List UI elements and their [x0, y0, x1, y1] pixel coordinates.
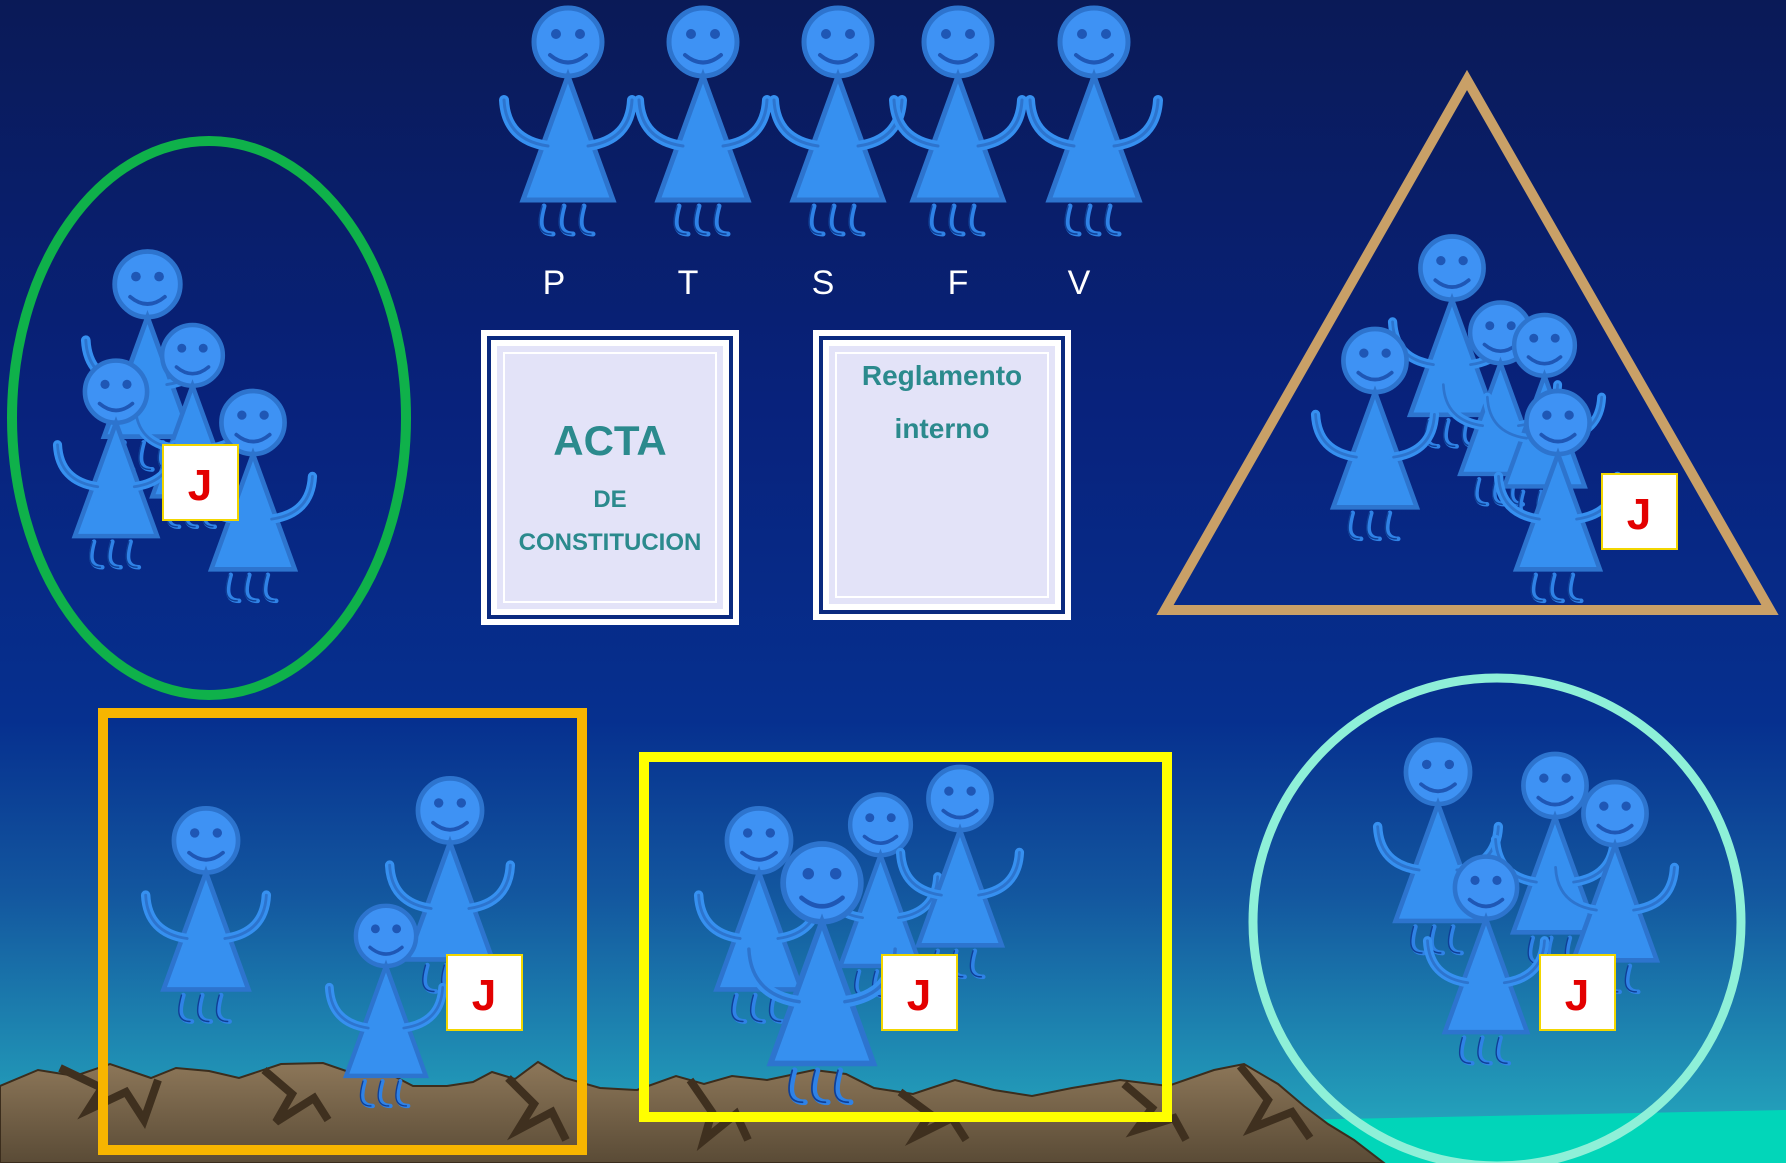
document-reglamento: Reglamento interno: [813, 330, 1071, 620]
j-badge: [162, 444, 239, 521]
j-label: J: [472, 971, 496, 1020]
green-ellipse-group: J: [7, 136, 411, 700]
j-badge: [1539, 954, 1616, 1031]
document-title: ACTA: [553, 417, 667, 464]
j-badge: [446, 954, 523, 1031]
j-badge: [881, 954, 958, 1031]
document-acta: ACTA DE CONSTITUCION: [481, 330, 739, 625]
j-label: J: [907, 971, 931, 1020]
label-f: F: [948, 264, 969, 302]
orange-rectangle-group: J: [98, 708, 587, 1155]
j-badge: [1601, 473, 1678, 550]
document-subtitle: CONSTITUCION: [519, 529, 702, 556]
label-v: V: [1068, 264, 1091, 302]
document-subtitle: DE: [593, 486, 626, 513]
top-row-labels: P T S F V: [543, 264, 1091, 302]
j-label: J: [188, 461, 212, 510]
label-p: P: [543, 264, 566, 302]
yellow-rectangle-group: J: [639, 752, 1172, 1122]
j-label: J: [1565, 971, 1589, 1020]
document-subtitle: interno: [895, 413, 990, 444]
document-title: Reglamento: [862, 360, 1022, 391]
triangle-group: J: [1156, 69, 1779, 615]
label-s: S: [812, 264, 835, 302]
label-t: T: [678, 264, 699, 302]
aqua-circle-group: J: [1248, 673, 1746, 1163]
j-label: J: [1627, 490, 1651, 539]
